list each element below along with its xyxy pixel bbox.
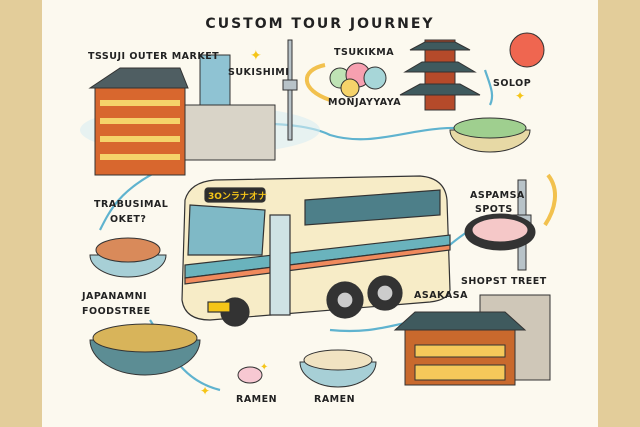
svg-text:✦: ✦ — [200, 384, 210, 398]
label-tsukiji: TSSUJI OUTER MARKET — [88, 51, 220, 62]
label-solop: SOLOP — [493, 78, 532, 89]
temple-building-icon — [393, 294, 551, 386]
label-sukishimi: SUKISHIMI — [228, 67, 290, 78]
candy-icon — [329, 62, 387, 98]
yellow-arrow-icon — [543, 173, 557, 227]
svg-text:✦: ✦ — [250, 48, 262, 64]
label-ramen: RAMEN — [236, 394, 278, 405]
label-foodstree: FOODSTREE — [82, 306, 151, 317]
svg-text:✦: ✦ — [515, 89, 525, 103]
label-shopst-treet: SHOPST TREET — [461, 276, 547, 287]
food-bowl-icon — [89, 117, 536, 388]
pagoda-icon — [399, 39, 481, 111]
label-japanamni: JAPANAMNI — [82, 291, 148, 302]
bus-destination-sign: 3Oンラナオナ — [208, 192, 267, 202]
label-monjayyaya: MONJAYYAYA — [328, 97, 402, 108]
label-tsukikma: TSUKIKMA — [334, 47, 395, 58]
label-ramen-2: RAMEN — [314, 394, 356, 405]
yellow-arrow-icon — [304, 63, 331, 102]
label-aspamsa: ASPAMSA — [470, 190, 525, 201]
sun-icon — [509, 32, 545, 68]
market-building-icon — [88, 54, 276, 176]
svg-text:✦: ✦ — [260, 362, 268, 373]
sparkle-icon: ✦ ✦ ✦ ✦ — [200, 48, 525, 398]
page-title: CUSTOM TOUR JOURNEY — [205, 16, 435, 32]
label-asakasa: ASAKASA — [414, 290, 468, 301]
label-oket: OKET? — [110, 214, 147, 225]
label-spots: SPOTS — [475, 204, 513, 215]
label-trabusimal: TRABUSIMAL — [94, 199, 169, 210]
tour-bus — [181, 175, 451, 327]
